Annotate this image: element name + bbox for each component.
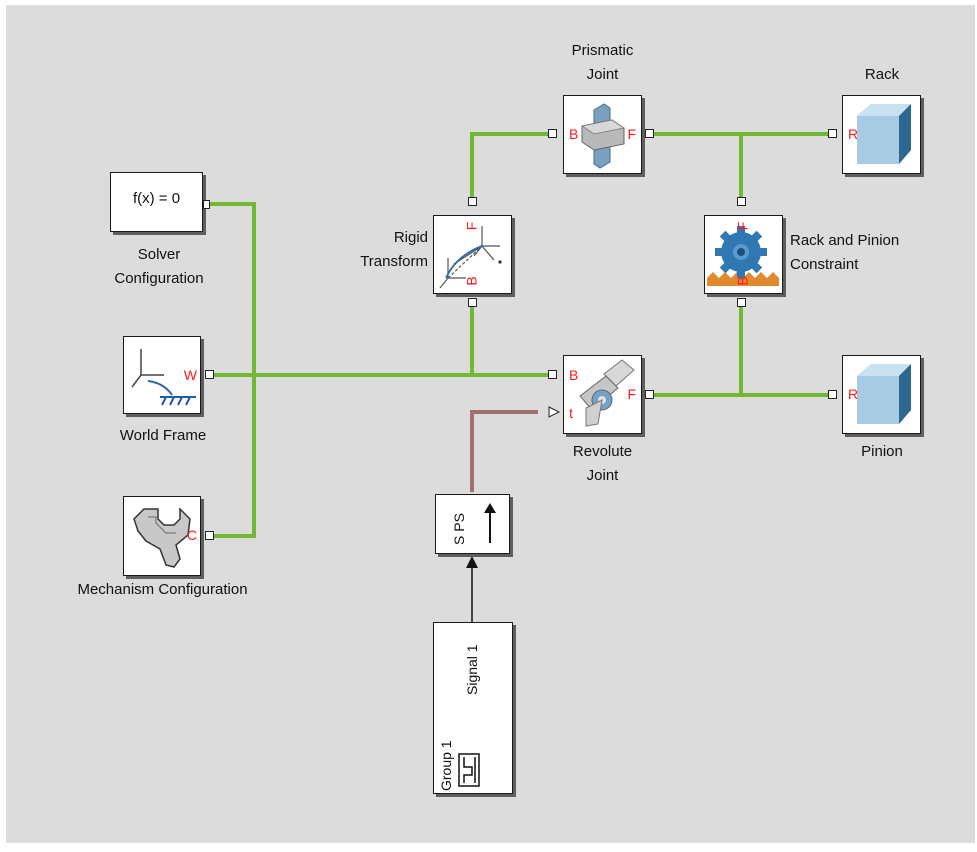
sps-text: S PS [451, 513, 467, 545]
wrench-icon [133, 507, 191, 568]
rigid-port-f-label: F [463, 221, 480, 231]
cube-icon [857, 364, 911, 424]
pinion-port[interactable] [828, 390, 837, 399]
revolute-port-b[interactable] [548, 370, 557, 379]
world-frame-block[interactable]: W [123, 336, 201, 414]
rack-pinion-constraint-block[interactable]: F B [704, 215, 783, 294]
mechanism-label: Mechanism Configuration [77, 581, 248, 598]
revolute-port-t[interactable] [548, 406, 560, 418]
rack-label: Rack [864, 66, 900, 83]
mechanism-port-label: C [186, 527, 197, 543]
pinion-block[interactable]: R [842, 355, 921, 434]
arrow-up-icon [484, 503, 496, 543]
constraint-port-b-label: B [734, 276, 751, 286]
revolute-port-f[interactable] [645, 390, 654, 399]
prismatic-port-b-label: B [569, 126, 579, 142]
solver-mechanism-wire[interactable] [208, 202, 256, 538]
revolute-joint-block[interactable]: B t F [563, 355, 642, 434]
constraint-port-f-label: F [734, 221, 751, 231]
solver-equation: f(x) = 0 [132, 190, 181, 207]
mechanism-configuration-block[interactable]: C [123, 496, 201, 576]
constraint-label: Rack and Pinion Constraint [790, 232, 900, 273]
revolute-port-f-label: F [627, 386, 636, 402]
rigid-port-f[interactable] [468, 197, 477, 206]
rack-port-label: R [848, 126, 859, 142]
world-port-label: W [183, 367, 197, 383]
gear-icon [707, 226, 779, 286]
revolute-port-b-label: B [569, 367, 579, 383]
group-text: Group 1 [438, 740, 454, 791]
constraint-port-f[interactable] [737, 197, 746, 206]
pinion-label: Pinion [861, 443, 903, 460]
world-port[interactable] [205, 370, 214, 379]
pinion-port-label: R [848, 386, 859, 402]
signal-builder-icon [458, 753, 480, 787]
transform-icon [439, 226, 502, 289]
rack-block[interactable]: R [842, 95, 921, 174]
sps-revolute-wire[interactable] [470, 410, 538, 492]
rigid-transform-block[interactable]: F B [433, 215, 512, 294]
rigid-port-b[interactable] [468, 298, 477, 307]
rigid-port-b-label: B [463, 276, 480, 286]
signal-builder-block[interactable]: Signal 1 Group 1 [433, 622, 513, 794]
signal-arrowhead [466, 556, 478, 568]
prismatic-port-f[interactable] [645, 129, 654, 138]
rack-port[interactable] [828, 129, 837, 138]
solver-configuration-block[interactable]: f(x) = 0 [110, 172, 203, 232]
rigid-label: Rigid Transform [360, 229, 428, 270]
prismatic-label: Prismatic Joint [571, 42, 634, 83]
revolute-joint-icon [579, 359, 635, 427]
solver-port[interactable] [203, 200, 210, 209]
mechanism-port[interactable] [205, 531, 214, 540]
prismatic-joint-block[interactable]: B F [563, 95, 642, 174]
revolute-port-t-label: t [569, 405, 573, 421]
revolute-label: Revolute Joint [572, 443, 633, 484]
cube-icon [857, 104, 911, 164]
prismatic-port-f-label: F [627, 126, 636, 142]
simulink-ps-converter-block[interactable]: S PS [435, 494, 510, 554]
rigid-prismatic-wire[interactable] [470, 132, 550, 199]
prismatic-joint-icon [580, 103, 626, 169]
frame-icon [131, 349, 196, 406]
world-label: World Frame [119, 427, 207, 444]
solver-label: Solver Configuration [114, 246, 204, 287]
prismatic-port-b[interactable] [548, 129, 557, 138]
constraint-port-b[interactable] [737, 298, 746, 307]
signal-text: Signal 1 [464, 644, 480, 695]
